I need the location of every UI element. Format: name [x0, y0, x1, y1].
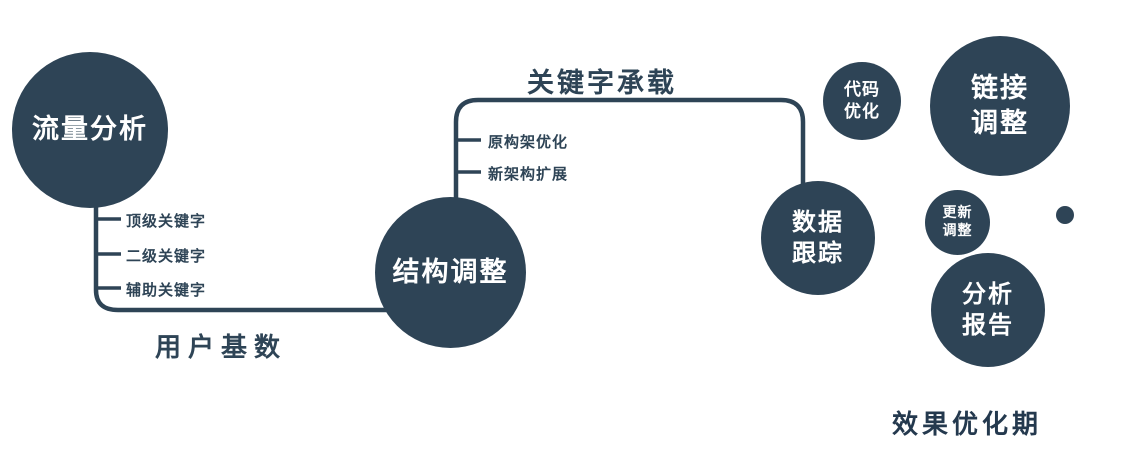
connector-dot: [1056, 206, 1074, 224]
node-structure-adjust-label: 结构调整: [392, 256, 509, 288]
branch-label-secondary-keywords: 二级关键字: [126, 247, 207, 265]
node-link-adjustment-line2: 调整: [971, 108, 1029, 139]
branch-label-original-architecture: 原构架优化: [488, 133, 569, 151]
branch-label-top-keywords: 顶级关键字: [126, 212, 207, 230]
node-update-adjustment: 更新 调整: [925, 190, 990, 255]
branch-label-new-architecture: 新架构扩展: [488, 165, 569, 183]
node-analysis-report-line2: 报告: [962, 311, 1014, 339]
node-code-optimization: 代码 优化: [823, 62, 901, 140]
node-traffic-analysis-label: 流量分析: [32, 114, 148, 146]
edge-label-keyword-bearing: 关键字承载: [527, 68, 677, 99]
node-data-tracking: 数据 跟踪: [761, 181, 875, 295]
node-structure-adjust: 结构调整: [375, 197, 526, 348]
node-update-adjustment-line2: 调整: [942, 222, 973, 239]
node-link-adjustment-line1: 链接: [971, 72, 1029, 104]
footer-label-effect-optimization: 效果优化期: [892, 410, 1043, 440]
node-code-optimization-line2: 优化: [844, 102, 880, 122]
node-update-adjustment-line1: 更新: [942, 205, 973, 221]
node-analysis-report: 分析 报告: [931, 253, 1045, 367]
edge-label-user-base: 用户基数: [155, 333, 288, 363]
node-data-tracking-line1: 数据: [792, 207, 844, 236]
branch-label-auxiliary-keywords: 辅助关键字: [126, 281, 207, 299]
node-link-adjustment: 链接 调整: [930, 36, 1070, 176]
node-data-tracking-line2: 跟踪: [792, 239, 844, 267]
node-traffic-analysis: 流量分析: [12, 52, 168, 208]
node-analysis-report-line1: 分析: [962, 279, 1014, 308]
node-code-optimization-line1: 代码: [844, 79, 880, 100]
